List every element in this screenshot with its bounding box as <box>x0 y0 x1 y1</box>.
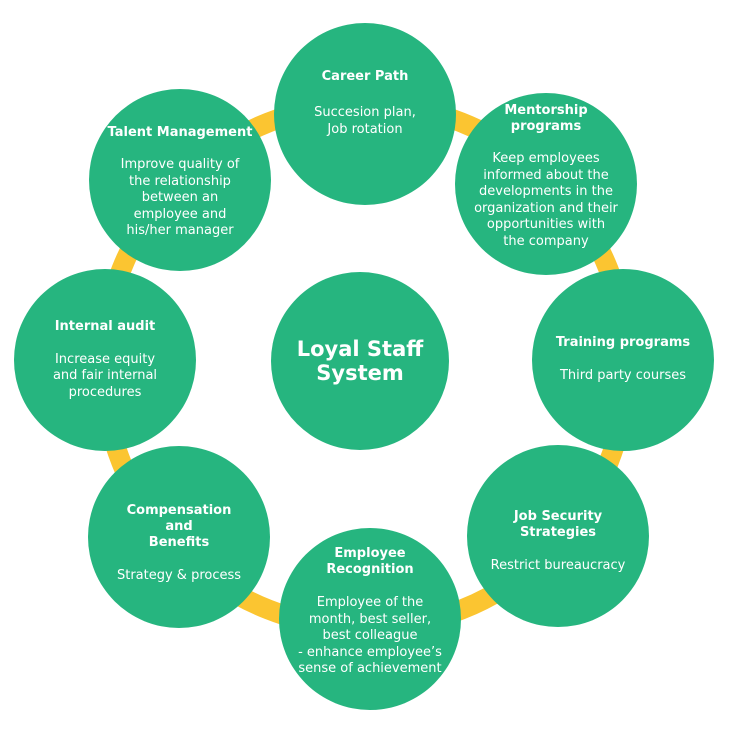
node-compensation-and-benefits: Compensation and Benefits Strategy & pro… <box>88 446 270 628</box>
node-talent-management: Talent Management Improve quality of the… <box>89 89 271 271</box>
node-mentorship-programs: Mentorship programs Keep employees infor… <box>455 93 637 275</box>
node-title: Compensation and Benefits <box>126 503 232 550</box>
center-node: Loyal Staff System <box>271 272 449 450</box>
node-description: Employee of the month, best seller, best… <box>298 595 442 676</box>
node-employee-recognition: Employee Recognition Employee of the mon… <box>279 528 461 710</box>
node-description: Succesion plan, Job rotation <box>314 105 416 137</box>
node-career-path: Career Path Succesion plan, Job rotation <box>274 23 456 205</box>
node-training-programs: Training programs Third party courses <box>532 269 714 451</box>
node-title: Career Path <box>321 69 409 84</box>
node-title: Internal audit <box>54 318 156 334</box>
node-description: Improve quality of the relationship betw… <box>120 157 240 238</box>
node-description: Third party courses <box>559 368 686 384</box>
node-description: Strategy & process <box>116 568 242 583</box>
node-title: Talent Management <box>107 125 253 140</box>
center-title: Loyal Staff System <box>296 337 424 385</box>
node-title: Employee Recognition <box>326 546 414 577</box>
node-title: Job Security Strategies <box>513 509 603 540</box>
node-description: Keep employees informed about the develo… <box>474 151 618 249</box>
node-title: Mentorship programs <box>504 103 588 134</box>
node-job-security-strategies: Job Security Strategies Restrict bureauc… <box>467 445 649 627</box>
node-title: Training programs <box>555 335 691 351</box>
node-description: Increase equity and fair internal proced… <box>52 351 158 400</box>
node-description: Restrict bureaucracy <box>490 558 626 573</box>
node-internal-audit: Internal audit Increase equity and fair … <box>14 269 196 451</box>
